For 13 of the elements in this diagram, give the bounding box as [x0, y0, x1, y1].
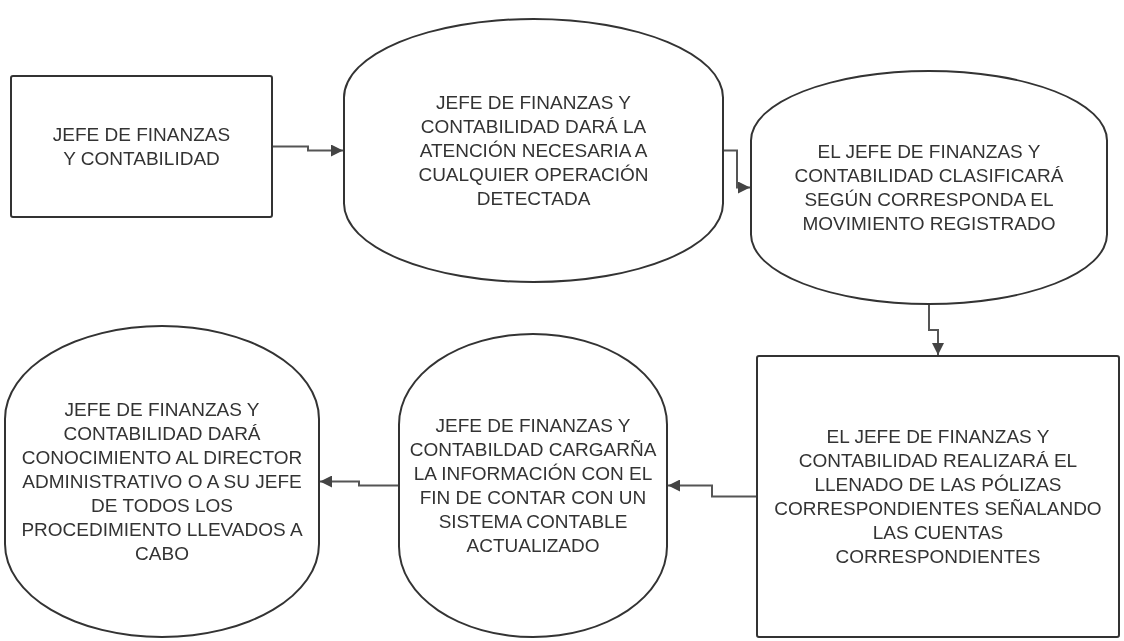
node-text: JEFE DE FINANZAS Y CONTABILIDAD — [52, 122, 231, 171]
arrow — [928, 304, 944, 356]
arrow — [319, 475, 399, 488]
node-text: EL JEFE DE FINANZAS Y CONTABILIDAD REALIZARÁ EL LLENADO DE LAS PÓLIZAS CORRESPONDIENTES SEÑALANDO LAS CUENTAS CORRESPONDIENTES — [773, 424, 1103, 569]
arrow — [667, 479, 757, 498]
node-text: EL JEFE DE FINANZAS Y CONTABILIDAD CLASIFICARÁ SEGÚN CORRESPONDA EL MOVIMIENTO REGISTRADO — [793, 139, 1065, 236]
node-text: JEFE DE FINANZAS Y CONTABILIDAD DARÁ LA ATENCIÓN NECESARIA A CUALQUIER OPERACIÓN DETECTADA — [417, 90, 650, 211]
node-text: JEFE DE FINANZAS Y CONTABILDAD CARGARÑA LA INFORMACIÓN CON EL FIN DE CONTAR CON UN SISTEMA CONTABLE ACTUALIZADO — [408, 413, 658, 558]
process-box — [10, 75, 273, 218]
arrow — [723, 149, 751, 194]
node-text: JEFE DE FINANZAS Y CONTABILIDAD DARÁ CONOCIMIENTO AL DIRECTOR ADMINISTRATIVO O A SU JEFE DE TODOS LOS PROCEDIMIENTO LLEVADOS A CABO — [20, 397, 304, 566]
process-box — [756, 355, 1120, 638]
arrow — [272, 144, 344, 157]
